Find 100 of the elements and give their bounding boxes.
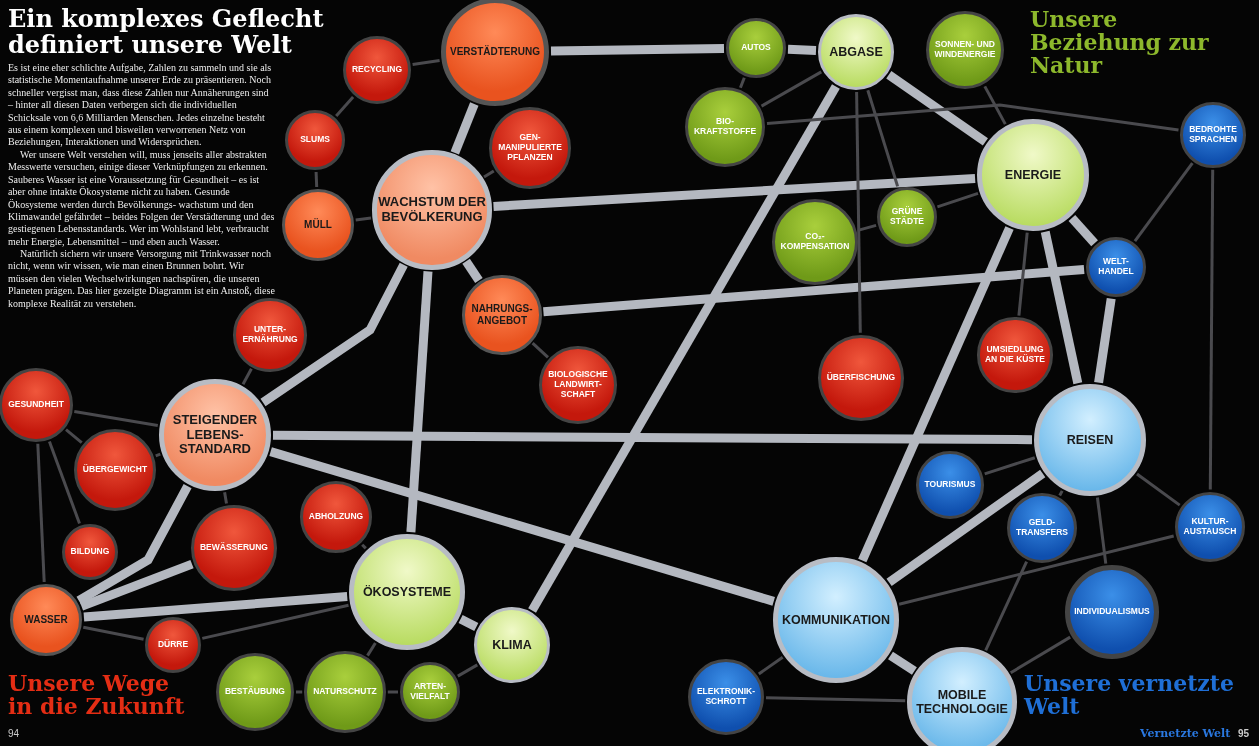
thick-connector — [458, 615, 479, 631]
thick-connector — [787, 44, 817, 55]
node-label: BIOLOGISCHE LANDWIRT- SCHAFT — [547, 370, 609, 400]
topic-circle — [818, 14, 894, 90]
node-label: DÜRRE — [157, 640, 189, 650]
node-label: SLUMS — [300, 135, 330, 145]
node-label: ABHOLZUNG — [308, 512, 364, 522]
node-label: MOBILE TECHNOLOGIE — [915, 687, 1009, 717]
node-label: REISEN — [1066, 432, 1114, 448]
page-number: 94 — [8, 728, 20, 740]
section-heading: Unsere Beziehung zur Natur — [1030, 8, 1210, 78]
connector-line — [739, 77, 746, 89]
connector-line — [241, 368, 253, 385]
node-label: WELT- HANDEL — [1097, 257, 1135, 277]
connector-line — [201, 603, 349, 640]
node-label: ÜBERFISCHUNG — [826, 373, 896, 383]
connector-line — [314, 171, 319, 188]
thick-connector — [83, 592, 348, 622]
thick-connector — [76, 483, 192, 605]
thick-connector — [79, 559, 194, 611]
node-label: MÜLL — [304, 219, 332, 231]
thick-connector — [272, 430, 1033, 445]
topic-circle — [915, 450, 985, 520]
thick-connector — [406, 271, 433, 533]
connector-line — [1136, 472, 1181, 507]
connector-line — [412, 58, 440, 67]
thick-connector — [1094, 297, 1116, 384]
topic-circle — [1086, 237, 1146, 297]
topic-circle — [977, 119, 1089, 231]
connector-line — [335, 96, 355, 117]
connector-line — [855, 91, 862, 333]
topic-circle — [145, 617, 201, 673]
topic-circle — [299, 480, 373, 554]
node-label: ELEKTRONIK- SCHROTT — [695, 687, 757, 707]
body-paragraph: Es ist eine eher schlichte Aufgabe, Zahlen zu sammeln und sie als statistische Momentaufnahme unserer Erde zu präsentieren. Noch schneller vergisst man, dass diese Zahlen nur Annäherungen sind – hinter all diesen Daten verbergen sich die individuellen Schicksale von 6,6 Milliarden Menschen. Jedes einzelne besteht aus einem komplexen und bisweilen verworrenen Netz von Beziehungen, Interaktionen und Widersprüchen. — [8, 62, 273, 149]
node-label: BIO- KRAFTSTOFFE — [692, 117, 758, 137]
connector-line — [83, 625, 144, 641]
node-label: GESUNDHEIT — [8, 400, 64, 410]
topic-circle — [726, 18, 786, 78]
node-label: BESTÄUBUNG — [225, 687, 285, 697]
thick-connector — [269, 447, 775, 606]
node-label: WACHSTUM DER BEVÖLKERUNG — [377, 195, 487, 225]
node-label: BEDROHTE SPRACHEN — [1188, 125, 1238, 145]
body-paragraph: Natürlich sichern wir unsere Versorgung mit Trinkwasser noch nicht, wenn wir wissen, wie man einen Brunnen bohrt. Wir müssen den vielen Wechselwirkungen nachspüren, die unseren Planeten prägen. Das hier gezeigte Diagramm ist ein Anstoß, diese komplexe Realität zu verstehen. — [8, 248, 276, 310]
node-label: ARTEN- VIELFALT — [409, 682, 451, 702]
connector-line — [866, 89, 900, 187]
node-label: NAHRUNGS- ANGEBOT — [470, 303, 534, 327]
connector-line — [531, 342, 549, 359]
thick-connector — [462, 258, 483, 283]
thick-connector — [886, 469, 1046, 587]
connector-line — [898, 534, 1175, 606]
node-label: UMSIEDLUNG AN DIE KÜSTE — [984, 345, 1046, 365]
connector-line — [296, 690, 303, 694]
section-heading: Unsere Wege in die Zukunft — [8, 672, 186, 719]
connector-line — [1095, 497, 1108, 564]
connector-line — [1017, 232, 1029, 316]
node-label: BEWÄSSERUNG — [199, 543, 268, 553]
thick-connector — [888, 651, 917, 675]
section-name: Vernetzte Welt — [1140, 727, 1231, 741]
connector-line — [858, 223, 877, 232]
title: Ein komplexes Geflecht definiert unsere Welt — [8, 6, 325, 58]
node-label: BILDUNG — [70, 547, 110, 557]
thick-connector — [493, 173, 976, 211]
connector-line — [765, 696, 906, 703]
topic-circle — [73, 428, 157, 512]
thick-connector — [1068, 215, 1098, 247]
topic-circle — [907, 647, 1017, 746]
node-label: GEN- MANIPULIERTE PFLANZEN — [497, 133, 563, 163]
thick-connector — [528, 84, 840, 613]
node-label: UNTER- ERNÄHRUNG — [241, 325, 299, 345]
connector-line — [1208, 169, 1215, 490]
connector-line — [983, 85, 1007, 125]
connector-line — [936, 191, 979, 209]
connector-line — [74, 409, 159, 427]
connector-line — [757, 656, 784, 676]
topic-circle — [285, 110, 345, 170]
connector-line — [387, 690, 398, 694]
topic-circle — [1007, 493, 1077, 563]
topic-circle — [877, 187, 937, 247]
node-label: GELD- TRANSFERS — [1015, 518, 1069, 538]
node-label: AUTOS — [741, 43, 771, 53]
node-label: GRÜNE STÄDTE — [889, 207, 925, 227]
node-label: VERSTÄDTERUNG — [449, 46, 540, 58]
connector-line — [760, 70, 823, 108]
connector-line — [366, 642, 377, 657]
connector-line — [483, 169, 495, 179]
node-label: ÜBERGEWICHT — [82, 465, 148, 475]
connector-line — [984, 560, 1028, 652]
node-label: STEIGENDER LEBENS- STANDARD — [171, 412, 259, 458]
topic-circle — [400, 662, 460, 722]
node-label: INDIVIDUALISMUS — [1074, 607, 1150, 617]
connector-line — [155, 452, 161, 458]
thick-connector — [260, 262, 408, 407]
node-label: WASSER — [24, 614, 68, 626]
node-label: SONNEN- UND WINDENERGIE — [933, 40, 997, 60]
connector-line — [36, 443, 46, 583]
connector-line — [355, 216, 372, 222]
connector-line — [984, 456, 1036, 476]
thick-connector — [450, 102, 479, 155]
connector-line — [65, 428, 83, 444]
